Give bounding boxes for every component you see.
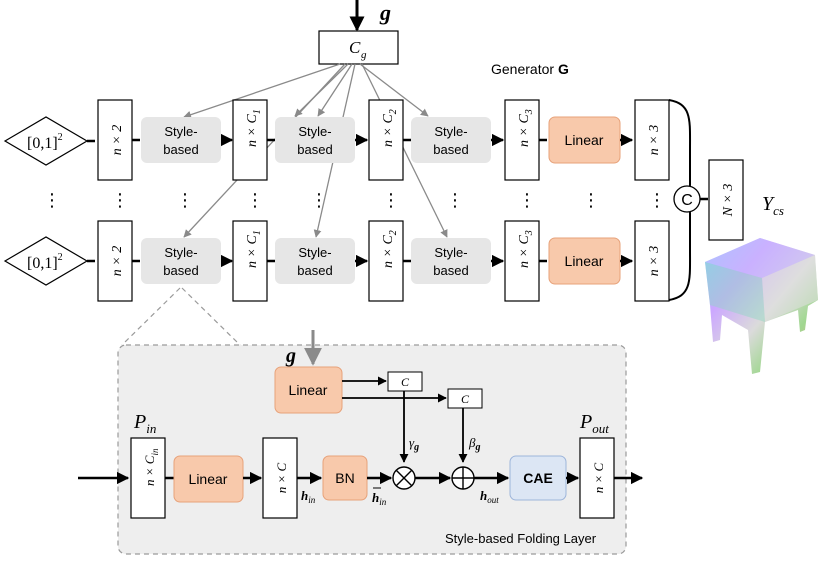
style-label-b: based [163,142,198,157]
svg-text:Style-: Style- [164,245,197,260]
output-dim-label: N × 3 [721,184,736,218]
svg-text:⋮: ⋮ [43,190,61,210]
style-block-2-2 [275,238,355,284]
linear-label-1: Linear [565,132,604,148]
svg-text:n × C1: n × C1 [245,230,263,268]
generator-label: Generator G [491,61,569,77]
cg-box [318,30,399,65]
svg-text:based: based [297,263,332,278]
detail-dim-mid [262,437,298,519]
dim-nc3-label-1: n × C3 [517,109,535,147]
svg-text:⋮: ⋮ [111,190,129,210]
zoom-line-left [121,287,181,346]
svg-text:Style-: Style- [434,245,467,260]
top-section: g C g Generator G [183,0,569,238]
split-box-beta [447,388,483,409]
dim-box-nc2-2 [368,220,404,302]
svg-text:n × C2: n × C2 [381,230,399,268]
svg-text:⋮: ⋮ [518,190,536,210]
detail-dim-out [579,437,615,519]
svg-text:C: C [461,392,470,406]
svg-text:n × C: n × C [591,462,606,493]
svg-text:⋮: ⋮ [582,190,600,210]
unit-square-label-2: [0,1]2 [27,252,63,272]
svg-text:Style-: Style- [298,245,331,260]
h-in-label: hin [301,488,316,505]
svg-text:n × Cin: n × Cin [142,448,160,486]
dim-box-n3-2 [634,220,670,302]
h-bar-in-label: hin [372,490,387,507]
beta-label: βg [468,435,480,453]
svg-text:based: based [163,263,198,278]
svg-text:Linear: Linear [565,253,604,269]
dim-box-nc2-1 [368,99,404,181]
svg-text:n × 2: n × 2 [110,246,125,276]
concat-section: C N × 3 Ycs [668,99,830,374]
style-block-2-3 [411,238,491,284]
cg-sub: g [361,49,367,61]
svg-text:⋮: ⋮ [310,190,328,210]
svg-text:⋮: ⋮ [382,190,400,210]
svg-text:Style-: Style- [298,124,331,139]
svg-text:based: based [433,263,468,278]
svg-text:n × 3: n × 3 [647,246,662,276]
dim-box-nc1-2 [232,220,268,302]
svg-text:⋮: ⋮ [176,190,194,210]
dim-box-n2-1 [97,99,133,181]
row-2: [0,1]2 n × 2 Style- based n × C1 Style- … [3,220,670,302]
svg-text:Linear: Linear [289,382,328,398]
svg-text:C: C [401,375,410,389]
svg-text:Style-: Style- [434,124,467,139]
dim-nc1-label-1: n × C1 [245,109,263,147]
ellipsis-row: ⋮ ⋮ ⋮ ⋮ ⋮ ⋮ ⋮ ⋮ ⋮ ⋮ [43,190,666,210]
svg-text:n × C: n × C [274,462,289,493]
p-in-label: Pin [133,411,156,436]
svg-text:⋮: ⋮ [446,190,464,210]
zoom-line-right [181,287,241,346]
style-block-1-1 [141,117,221,163]
dim-box-nc3-1 [504,99,540,181]
style-label-a: Style- [164,124,197,139]
dim-n3-label-1: n × 3 [647,125,662,155]
detail-linear-top [274,366,343,414]
dim-nc2-label-1: n × C2 [381,109,399,147]
detail-dim-in [130,437,166,519]
concat-label: C [681,192,693,209]
g-symbol: g [379,0,391,25]
svg-text:BN: BN [335,470,354,486]
point-cloud-image [690,238,830,374]
dim-box-nc1-1 [232,99,268,181]
dim-n2-label-1: n × 2 [110,125,125,155]
svg-text:CAE: CAE [523,470,553,486]
detail-panel [117,344,627,555]
svg-text:Linear: Linear [189,471,228,487]
output-dim-box [708,159,744,241]
svg-text:n × C3: n × C3 [517,230,535,268]
p-out-label: Pout [579,411,609,436]
style-block-2-1 [141,238,221,284]
svg-text:based: based [297,142,332,157]
style-block-1-2 [275,117,355,163]
svg-text:⋮: ⋮ [246,190,264,210]
svg-text:⋮: ⋮ [648,190,666,210]
folding-layer-detail: g Linear C C γg βg Pin n × Cin Linear n … [78,287,644,555]
style-block-1-3 [411,117,491,163]
split-box-gamma [387,371,423,392]
output-symbol: Ycs [762,193,784,218]
svg-text:based: based [433,142,468,157]
detail-g-symbol: g [285,345,296,367]
cg-label: C [349,38,361,57]
dim-box-n3-1 [634,99,670,181]
detail-caption: Style-based Folding Layer [445,531,597,546]
h-out-label: hout [480,488,499,505]
row-1: [0,1]2 n × 2 Style- based n × C1 Style- … [3,99,670,181]
unit-square-label-1: [0,1]2 [27,132,63,152]
gamma-label: γg [409,435,419,453]
